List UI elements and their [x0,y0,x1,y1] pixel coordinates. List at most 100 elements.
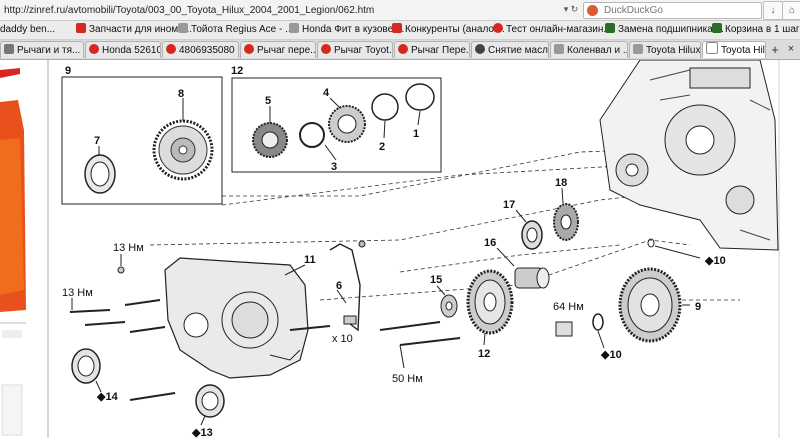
label-10: ◆10 [704,255,726,267]
detail-box-9 [61,76,223,205]
label-box-9: 9 [65,65,71,77]
page-icon [321,44,331,54]
label-10b: ◆10 [600,349,622,361]
seal-13 [195,384,225,418]
tab-active[interactable]: Toyota Hil... [702,41,766,58]
tab[interactable]: Коленвал и ... [550,41,628,58]
label-2: 2 [379,141,385,153]
ring-2 [371,93,399,121]
torque-64: 64 Нм [553,301,584,313]
gear-9 [618,267,682,343]
label-8: 8 [178,88,184,100]
bookmark-item[interactable]: daddy ben... [0,24,56,35]
download-icon[interactable]: ↓ [763,1,783,20]
bookmark-favicon-icon [493,23,503,33]
bolt [379,321,441,331]
label-16: 16 [484,237,496,249]
timing-cover-11 [164,257,309,379]
seal-7 [84,154,116,194]
address-bar[interactable] [0,2,566,19]
bookmark-item[interactable]: Конкуренты (аналог... [392,23,505,37]
label-17: 17 [503,199,515,211]
ring-3 [299,122,325,148]
gear-icon [289,23,299,33]
tab[interactable]: Рычаг пере... [240,41,316,58]
bookmark-favicon-icon [392,23,402,33]
exploded-diagram: 9 8 7 12 5 4 3 [47,60,780,438]
search-input[interactable] [604,3,754,17]
engine-block [599,60,779,251]
gear-5 [252,122,288,158]
side-advertisement[interactable] [0,60,26,438]
tab[interactable]: Honda 52610... [85,41,161,58]
page-icon [244,44,254,54]
torque-50: 50 Нм [392,373,423,385]
small-bolt [117,266,125,274]
page-content: 9 8 7 12 5 4 3 [0,60,800,438]
pin [647,238,655,248]
gear-icon [633,44,643,54]
label-14: ◆14 [96,391,119,403]
duckduckgo-icon [587,5,598,16]
page-icon [398,44,408,54]
tab[interactable]: Рычаг Toyot... [317,41,393,58]
cart-icon [712,23,722,33]
label-4: 4 [323,87,330,99]
label-1: 1 [413,128,419,140]
label-box-12: 12 [231,65,243,77]
seal-14 [71,348,101,384]
tab[interactable]: Рычаг Пере... [394,41,470,58]
gear-12 [466,269,514,335]
bookmarks-toolbar: daddy ben... Запчасти для инома... Тойот… [0,21,800,40]
page-icon [89,44,99,54]
o-ring [592,313,604,331]
label-3: 3 [331,161,337,173]
tab-strip: Рычаги и тя... Honda 52610... 4806935080… [0,40,800,60]
bookmark-item[interactable]: Запчасти для инома... [76,23,192,37]
bookmark-favicon-icon [76,23,86,33]
label-5: 5 [265,95,271,107]
sensor-6 [329,240,366,332]
page-icon [4,44,14,54]
hub-16 [514,267,550,289]
torque-13-left: 13 Нм [62,287,93,299]
home-icon[interactable]: ⌂ [782,1,800,20]
washer-15 [440,294,458,318]
tab[interactable]: Рычаги и тя... [0,41,84,58]
label-15: 15 [430,274,442,286]
label-13: ◆13 [191,427,213,438]
bookmark-favicon-icon [605,23,615,33]
label-6: 6 [336,280,342,292]
label-18: 18 [555,177,567,189]
new-tab-button[interactable]: + [771,42,779,57]
seal-17 [521,220,543,250]
label-7: 7 [94,135,100,147]
bookmark-item[interactable]: Honda Фит в кузове ... [289,23,404,37]
snap-ring-1 [405,83,435,111]
navigation-toolbar: ▾ ↻ ↓ ⌂ [0,0,800,21]
gear-8 [152,119,214,181]
bolts-left [69,299,331,401]
label-9: 9 [695,301,701,313]
toyota-icon [475,44,485,54]
close-tab-button[interactable]: × [787,43,795,55]
tab[interactable]: 4806935080 ... [162,41,239,58]
bookmark-item[interactable]: Тойота Regius Ace - ... [178,23,293,37]
tab[interactable]: Снятие масл... [471,41,549,58]
gear-icon [554,44,564,54]
label-12: 12 [478,348,490,360]
bolt [399,337,461,346]
bookmark-item[interactable]: Замена подшипника ... [605,23,724,37]
bolt-count: x 10 [332,333,353,345]
dropdown-arrow-icon[interactable]: ▾ ↻ [563,4,579,14]
tab[interactable]: Toyota Hilux ... [629,41,701,58]
page-icon [706,42,718,54]
gear-4 [328,105,366,143]
bookmark-item[interactable]: Тест онлайн-магазин... [493,23,612,37]
label-11: 11 [304,254,316,266]
search-box[interactable] [583,2,762,19]
torque-13-top: 13 Нм [113,242,144,254]
detail-box-12 [231,77,442,173]
page-icon [166,44,176,54]
bookmark-item[interactable]: Корзина в 1 шаг [712,23,800,37]
